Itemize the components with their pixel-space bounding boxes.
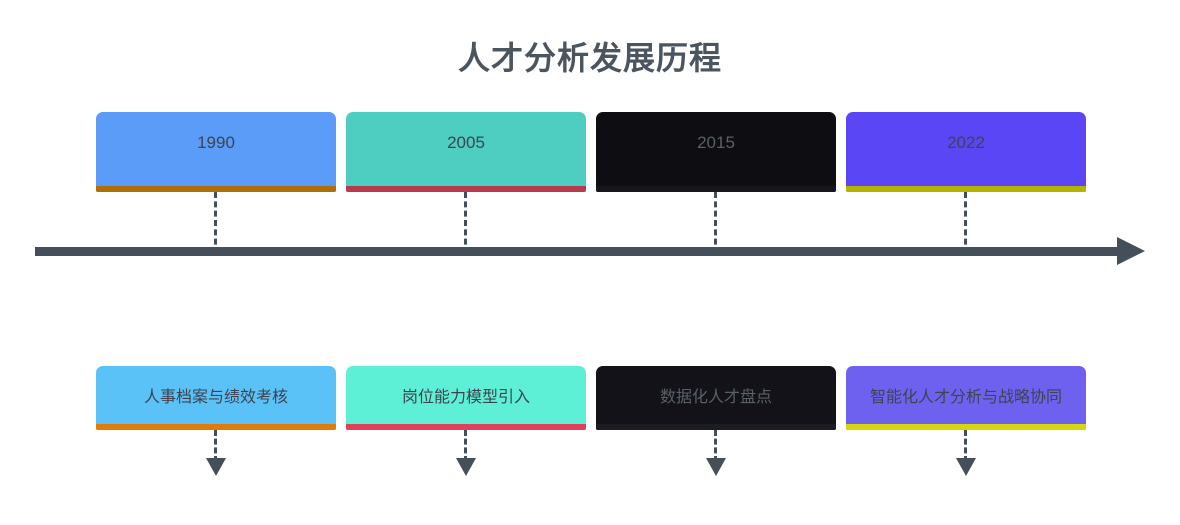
year-box-label: 2015 xyxy=(697,133,735,152)
year-box-accent xyxy=(346,186,586,192)
year-box-label: 2005 xyxy=(447,133,485,152)
year-box-label: 1990 xyxy=(197,133,235,152)
description-box-label: 岗位能力模型引入 xyxy=(401,389,530,406)
page-title: 人才分析发展历程 xyxy=(457,40,722,76)
year-box-1990[interactable]: 1990 xyxy=(96,112,336,192)
timeline-event-1990: 1990 人事档案与绩效考核 xyxy=(96,0,336,525)
year-box-label: 2022 xyxy=(947,133,985,152)
down-arrow-icon xyxy=(206,458,226,476)
description-box-2015[interactable]: 数据化人才盘点 xyxy=(596,366,836,430)
connector-line-upper xyxy=(464,192,467,254)
timeline-event-2015: 2015 数据化人才盘点 xyxy=(596,0,836,525)
down-arrow-icon xyxy=(456,458,476,476)
year-box-accent xyxy=(846,186,1086,192)
description-box-accent xyxy=(596,424,836,430)
description-box-label: 智能化人才分析与战略协同 xyxy=(869,389,1062,406)
description-box-2005[interactable]: 岗位能力模型引入 xyxy=(346,366,586,430)
connector-line-lower xyxy=(214,430,217,462)
description-box-2022[interactable]: 智能化人才分析与战略协同 xyxy=(846,366,1086,430)
description-box-label: 人事档案与绩效考核 xyxy=(143,389,288,406)
connector-line-upper xyxy=(964,192,967,254)
down-arrow-icon xyxy=(706,458,726,476)
description-box-label: 数据化人才盘点 xyxy=(659,389,772,406)
description-box-accent xyxy=(346,424,586,430)
description-box-1990[interactable]: 人事档案与绩效考核 xyxy=(96,366,336,430)
down-arrow-icon xyxy=(956,458,976,476)
timeline-event-2005: 2005 岗位能力模型引入 xyxy=(346,0,586,525)
description-box-accent xyxy=(96,424,336,430)
year-box-2005[interactable]: 2005 xyxy=(346,112,586,192)
connector-line-lower xyxy=(714,430,717,462)
connector-line-lower xyxy=(964,430,967,462)
right-arrow-icon xyxy=(1117,237,1145,265)
year-box-accent xyxy=(96,186,336,192)
year-box-2015[interactable]: 2015 xyxy=(596,112,836,192)
timeline-axis-line xyxy=(35,247,1120,256)
connector-line-upper xyxy=(714,192,717,254)
connector-line-lower xyxy=(464,430,467,462)
connector-line-upper xyxy=(214,192,217,254)
description-box-accent xyxy=(846,424,1086,430)
timeline-event-2022: 2022 智能化人才分析与战略协同 xyxy=(846,0,1086,525)
year-box-2022[interactable]: 2022 xyxy=(846,112,1086,192)
timeline-axis xyxy=(35,237,1145,265)
year-box-accent xyxy=(596,186,836,192)
